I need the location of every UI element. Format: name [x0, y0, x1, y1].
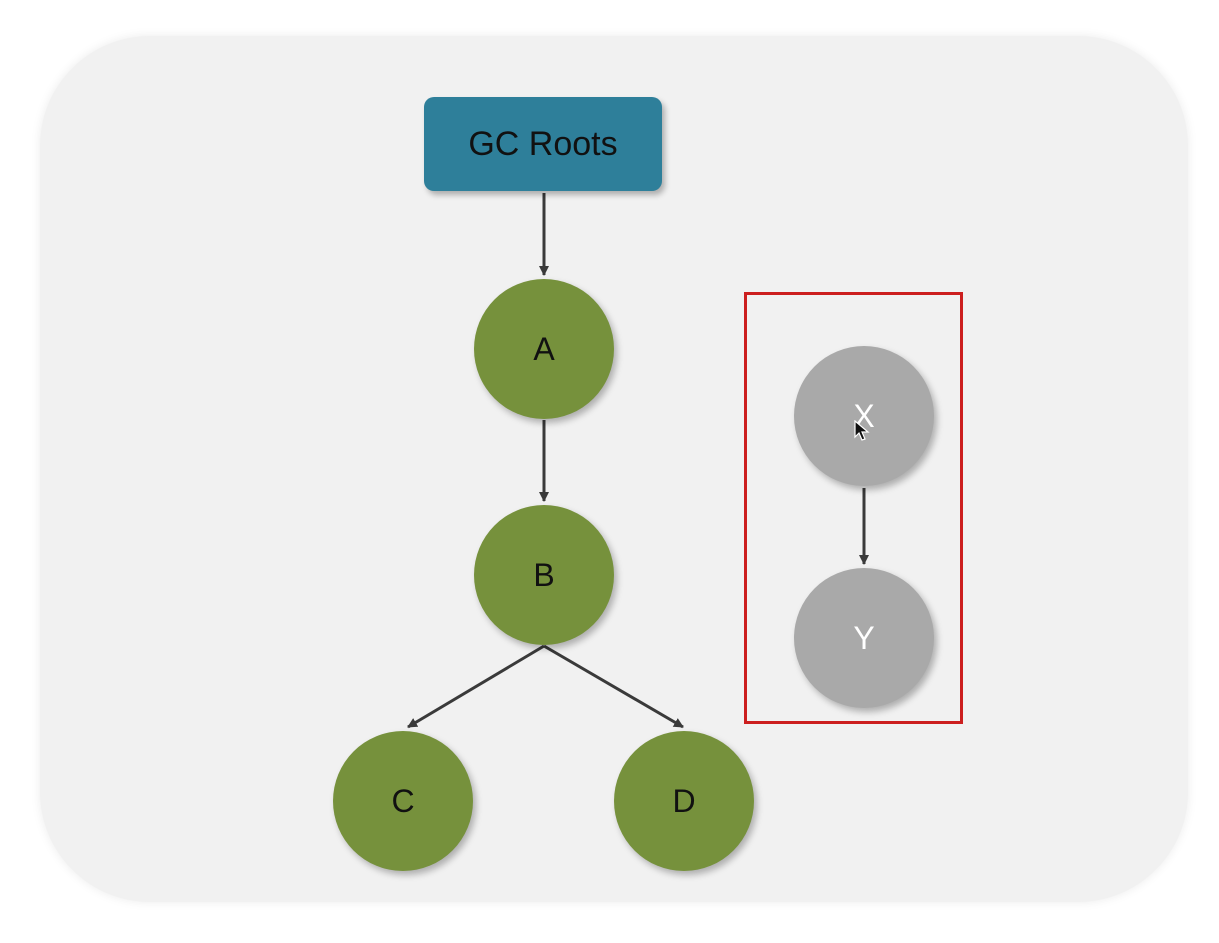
node-a: A [474, 279, 614, 419]
node-c: C [333, 731, 473, 871]
node-c-label: C [391, 782, 415, 819]
gc-roots-label: GC Roots [468, 124, 618, 163]
node-y: Y [794, 568, 934, 708]
node-d: D [614, 731, 754, 871]
node-b-label: B [533, 556, 555, 593]
node-x: X [794, 346, 934, 486]
gc-roots-node: GC Roots [424, 97, 662, 191]
node-d-label: D [672, 782, 696, 819]
node-y-label: Y [853, 619, 875, 656]
node-a-label: A [533, 330, 555, 367]
mouse-pointer-icon [854, 420, 870, 441]
node-b: B [474, 505, 614, 645]
unreachable-group-highlight [744, 292, 963, 724]
